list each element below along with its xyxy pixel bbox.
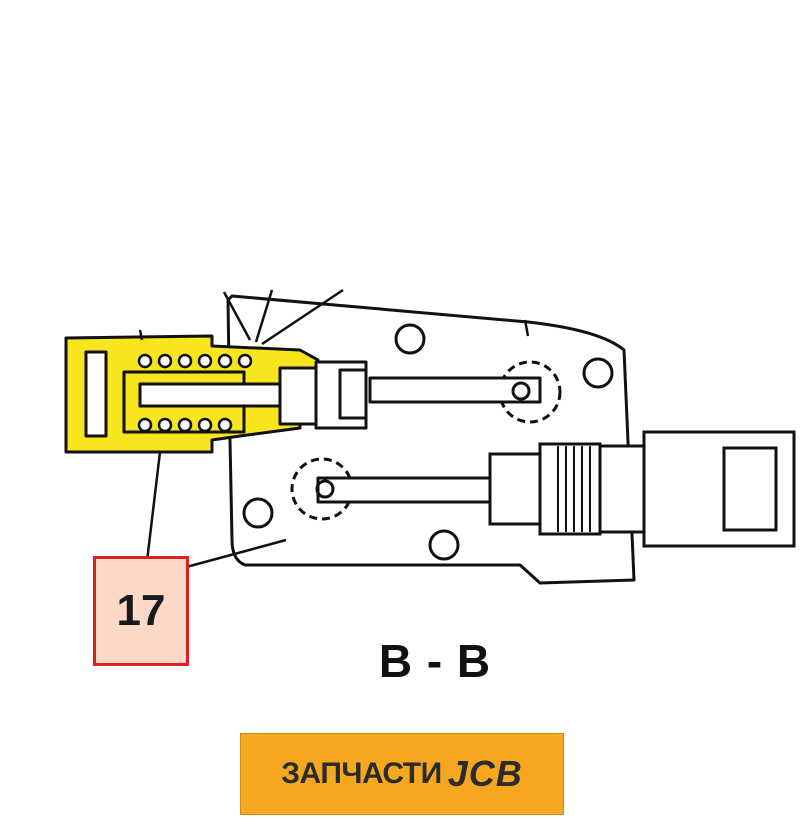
solenoid-fitting [488,430,796,548]
logo-brand: JCB [447,753,523,794]
section-label: B - B [378,635,492,687]
logo-text: ЗАПЧАСТИ [281,757,442,790]
cartridge-valve-part-17 [64,329,368,454]
mount-hole-bottom [428,529,460,561]
mount-hole-left [242,497,274,529]
part-callout-box: 17 [93,556,189,666]
part-callout-number: 17 [116,586,166,635]
brand-logo[interactable]: ЗАПЧАСТИ JCB [240,733,564,815]
mount-hole-top [394,323,426,355]
mount-hole-right [582,357,614,389]
bore-lower [316,476,492,504]
